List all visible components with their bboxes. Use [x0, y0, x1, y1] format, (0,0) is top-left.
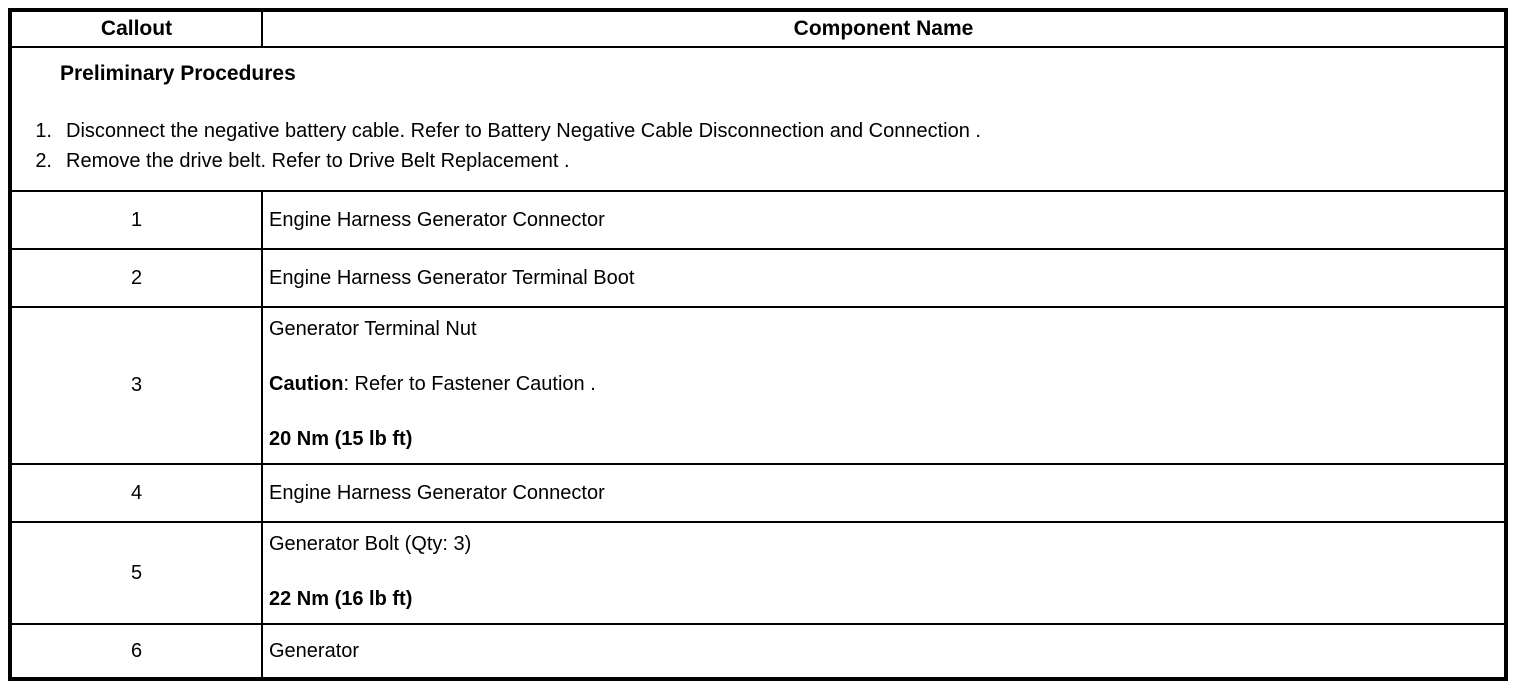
- torque-spec: 20 Nm (15 lb ft): [269, 428, 413, 450]
- table-row: 5 Generator Bolt (Qty: 3) 22 Nm (16 lb f…: [9, 521, 1507, 625]
- component-name-column-header: Component Name: [261, 9, 1507, 48]
- component-callout-table: Callout Component Name Preliminary Proce…: [8, 8, 1508, 681]
- component-name-cell: Generator Bolt (Qty: 3) 22 Nm (16 lb ft): [261, 521, 1507, 625]
- callout-number: 4: [9, 463, 263, 523]
- step-number: 2.: [35, 150, 52, 172]
- torque-spec: 22 Nm (16 lb ft): [269, 588, 413, 610]
- step-number: 1.: [35, 120, 52, 142]
- caution-text: : Refer to Fastener Caution .: [343, 373, 596, 395]
- table-header-row: Callout Component Name: [9, 9, 1507, 48]
- preliminary-step-2: 2. Remove the drive belt. Refer to Drive…: [12, 146, 1494, 176]
- preliminary-procedures-title: Preliminary Procedures: [60, 62, 296, 85]
- caution-note: Caution: Refer to Fastener Caution .: [269, 373, 1496, 395]
- component-name-cell: Generator Terminal Nut Caution: Refer to…: [261, 306, 1507, 465]
- table-row: 4 Engine Harness Generator Connector: [9, 463, 1507, 523]
- callout-number: 5: [9, 521, 263, 625]
- table-row: 2 Engine Harness Generator Terminal Boot: [9, 248, 1507, 308]
- callout-column-header: Callout: [9, 9, 263, 48]
- preliminary-step-1: 1. Disconnect the negative battery cable…: [12, 116, 1494, 146]
- component-name: Generator: [261, 623, 1507, 680]
- callout-number: 3: [9, 306, 263, 465]
- step-text: Remove the drive belt. Refer to Drive Be…: [66, 150, 570, 172]
- component-name: Generator Bolt (Qty: 3): [269, 533, 472, 555]
- caution-label: Caution: [269, 373, 344, 395]
- callout-number: 6: [9, 623, 263, 680]
- component-name: Engine Harness Generator Terminal Boot: [261, 248, 1507, 308]
- table-row: 3 Generator Terminal Nut Caution: Refer …: [9, 306, 1507, 465]
- manual-page: Callout Component Name Preliminary Proce…: [8, 8, 1508, 681]
- step-text: Disconnect the negative battery cable. R…: [66, 120, 981, 142]
- component-name: Engine Harness Generator Connector: [261, 190, 1507, 250]
- callout-number: 2: [9, 248, 263, 308]
- preliminary-procedures-row: Preliminary Procedures 1. Disconnect the…: [9, 46, 1507, 192]
- component-name: Generator Terminal Nut: [269, 318, 477, 340]
- preliminary-procedures-cell: Preliminary Procedures 1. Disconnect the…: [9, 46, 1507, 192]
- component-name: Engine Harness Generator Connector: [261, 463, 1507, 523]
- table-row: 6 Generator: [9, 623, 1507, 680]
- table-row: 1 Engine Harness Generator Connector: [9, 190, 1507, 250]
- callout-number: 1: [9, 190, 263, 250]
